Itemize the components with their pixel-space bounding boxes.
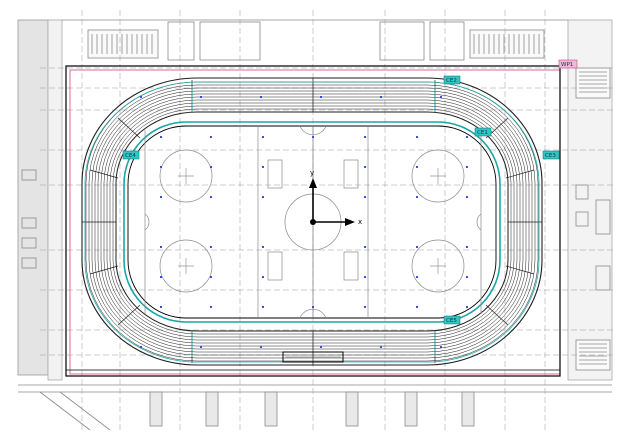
bottom-left-ramp bbox=[39, 391, 111, 431]
seating-bowl bbox=[81, 77, 543, 366]
bottom-block bbox=[345, 391, 359, 427]
top-room bbox=[379, 21, 425, 61]
y-axis-label: y bbox=[310, 169, 314, 177]
tag-ce3: CE3 bbox=[542, 150, 560, 160]
y-arrowhead bbox=[309, 178, 317, 188]
faceoff-circle-bl bbox=[159, 239, 213, 293]
left-symbol bbox=[21, 217, 37, 229]
left-symbol bbox=[21, 257, 37, 269]
center-ice-arc-bottom bbox=[299, 308, 327, 319]
top-left-stair bbox=[87, 29, 159, 59]
main-boundary-frame bbox=[65, 65, 561, 377]
left-symbol bbox=[21, 169, 37, 181]
right-room bbox=[575, 211, 589, 227]
faceoff-circle-tr bbox=[411, 149, 465, 203]
tag-ce4: CE4 bbox=[122, 150, 140, 160]
center-ice-arc-top bbox=[299, 125, 327, 136]
top-room bbox=[167, 21, 195, 61]
left-symbol bbox=[21, 237, 37, 249]
tag-ce5: CE5 bbox=[443, 315, 461, 325]
bottom-block bbox=[205, 391, 219, 427]
rink-boards-outer bbox=[123, 121, 501, 323]
x-axis-label: x bbox=[358, 218, 362, 226]
bench-rect bbox=[267, 251, 283, 281]
crease-right bbox=[476, 213, 482, 231]
bottom-block bbox=[461, 391, 475, 427]
top-right-stair bbox=[469, 29, 545, 59]
bench-rect bbox=[343, 251, 359, 281]
right-top-stair bbox=[575, 67, 611, 99]
rink-markings bbox=[144, 125, 482, 319]
bench-rect bbox=[343, 159, 359, 189]
bottom-block bbox=[264, 391, 278, 427]
faceoff-circle-br bbox=[411, 239, 465, 293]
rink-boards-inner bbox=[127, 125, 497, 319]
svg-text:WP1: WP1 bbox=[561, 62, 573, 68]
svg-text:CE4: CE4 bbox=[125, 153, 136, 159]
left-wall-inner bbox=[47, 19, 63, 381]
svg-text:CE1: CE1 bbox=[477, 130, 488, 136]
coordinate-axes: y x bbox=[309, 169, 362, 226]
bench-rect bbox=[267, 159, 283, 189]
bottom-block bbox=[149, 391, 163, 427]
origin-point bbox=[310, 219, 316, 225]
left-wall-band bbox=[17, 19, 49, 376]
top-room bbox=[199, 21, 261, 61]
tag-ce2: CE2 bbox=[443, 75, 461, 85]
seating-outer bbox=[81, 77, 543, 366]
faceoff-circle-tl bbox=[159, 149, 213, 203]
right-room bbox=[595, 199, 611, 235]
bottom-center-box bbox=[282, 351, 344, 363]
tag-ce1: CE1 bbox=[474, 127, 492, 137]
crease-left bbox=[144, 213, 150, 231]
svg-text:CE2: CE2 bbox=[446, 78, 457, 84]
seating-inner bbox=[115, 111, 509, 332]
top-room bbox=[429, 21, 465, 61]
survey-points bbox=[140, 96, 468, 348]
tag-wp1: WP1 bbox=[558, 59, 578, 69]
svg-text:CE3: CE3 bbox=[545, 153, 556, 159]
svg-text:CE5: CE5 bbox=[446, 318, 457, 324]
bottom-block bbox=[404, 391, 418, 427]
x-arrowhead bbox=[345, 218, 355, 226]
